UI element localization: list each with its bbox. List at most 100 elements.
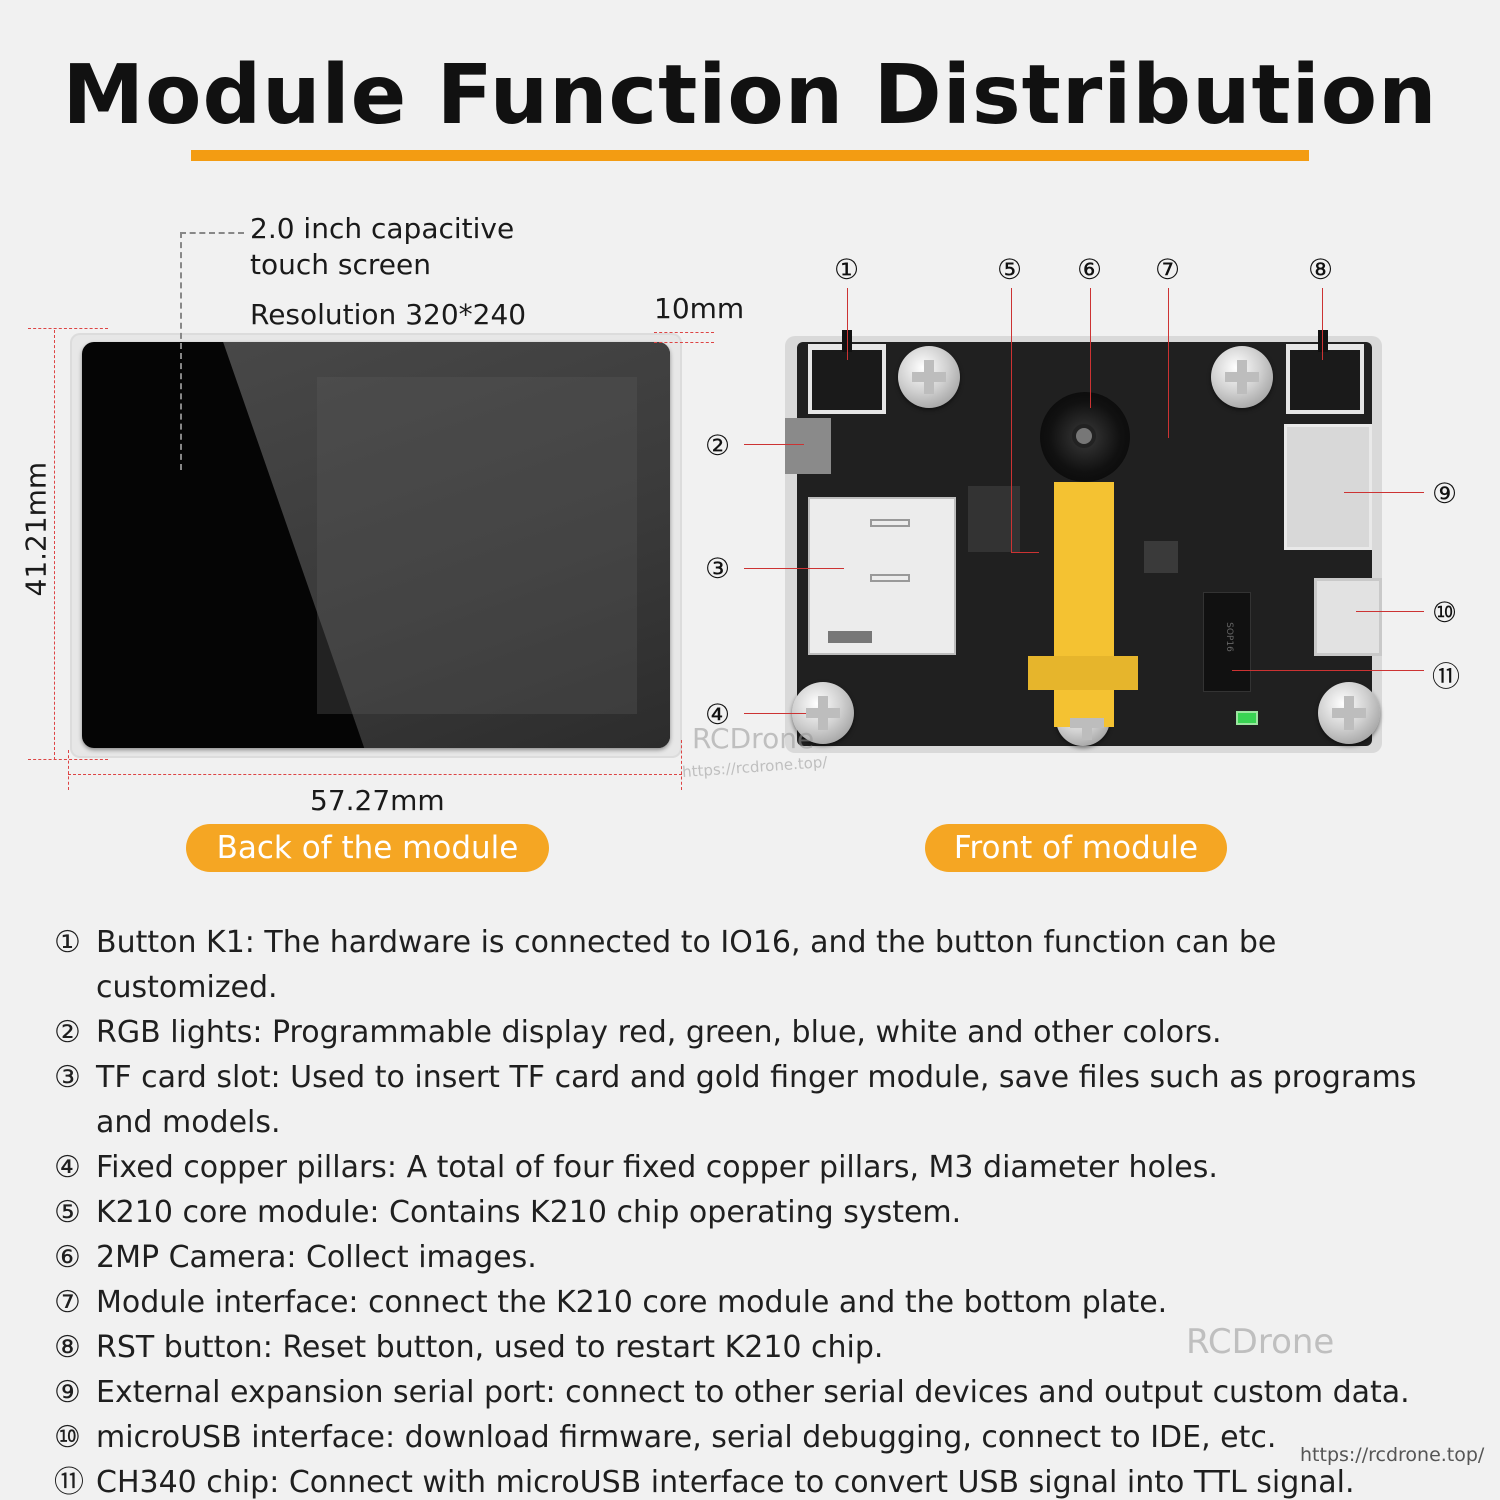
module-interface-connector <box>1028 656 1138 690</box>
list-item: ⑦ Module interface: connect the K210 core… <box>54 1280 1474 1325</box>
list-item-text: microUSB interface: download firmware, s… <box>96 1420 1277 1455</box>
status-led <box>1236 711 1258 725</box>
callout-6: ⑥ <box>1077 253 1103 286</box>
thickness-dim-line-bottom <box>654 342 714 343</box>
list-item-text: RGB lights: Programmable display red, gr… <box>96 1015 1222 1050</box>
list-item-text: Module interface: connect the K210 core … <box>96 1285 1168 1320</box>
front-caption-badge: Front of module <box>925 824 1227 872</box>
list-item-text: K210 core module: Contains K210 chip ope… <box>96 1195 962 1230</box>
callout-10: ⑩ <box>1432 596 1458 629</box>
tf-slot-tab <box>870 574 910 582</box>
camera-lens <box>1040 392 1130 482</box>
callout-5: ⑤ <box>997 253 1023 286</box>
watermark-url: https://rcdrone.top/ <box>681 752 828 782</box>
width-dimension: 57.27mm <box>310 784 445 817</box>
back-caption-badge: Back of the module <box>186 824 549 872</box>
list-item-text: 2MP Camera: Collect images. <box>96 1240 537 1275</box>
list-item-text: TF card slot: Used to insert TF card and… <box>96 1060 1417 1140</box>
thickness-dimension: 10mm <box>654 292 745 325</box>
callout-1: ① <box>834 253 860 286</box>
list-item-number: ⑦ <box>54 1285 81 1320</box>
list-item-number: ⑤ <box>54 1195 81 1230</box>
copper-pillar-screw <box>1211 346 1273 408</box>
touch-screen <box>82 342 670 748</box>
leader-5 <box>1011 288 1012 552</box>
tf-slot-tab <box>828 631 872 643</box>
callout-2: ② <box>705 429 731 462</box>
list-item: ⑨ External expansion serial port: connect… <box>54 1370 1474 1415</box>
leader-11 <box>1232 670 1424 671</box>
leader-1 <box>847 288 848 360</box>
thickness-dim-line-top <box>654 332 714 333</box>
list-item: ④ Fixed copper pillars: A total of four f… <box>54 1145 1474 1190</box>
page-title: Module Function Distribution <box>62 48 1438 143</box>
screen-label-line1: 2.0 inch capacitive <box>250 212 515 245</box>
rst-button <box>1286 344 1364 414</box>
width-dim-right <box>681 740 682 790</box>
chip-marking: SOP16 <box>1223 622 1234 652</box>
list-item: ① Button K1: The hardware is connected to… <box>54 920 1474 1010</box>
callout-8: ⑧ <box>1308 253 1334 286</box>
screen-active-area <box>317 377 637 714</box>
leader-4 <box>744 713 816 714</box>
leader-6 <box>1090 288 1091 408</box>
site-url: https://rcdrone.top/ <box>1300 1444 1485 1466</box>
leader-7 <box>1168 288 1169 438</box>
list-item: ⑥ 2MP Camera: Collect images. <box>54 1235 1474 1280</box>
rgb-light <box>785 418 831 474</box>
ch340-chip <box>1203 592 1251 692</box>
list-item-number: ⑩ <box>54 1420 81 1455</box>
watermark-brand: RCDrone <box>692 722 815 755</box>
callout-4: ④ <box>705 698 731 731</box>
list-item-text: CH340 chip: Connect with microUSB interf… <box>96 1465 1355 1500</box>
list-item-number: ③ <box>54 1060 81 1095</box>
list-item: ⑧ RST button: Reset button, used to resta… <box>54 1325 1474 1370</box>
height-dim-line <box>54 330 55 760</box>
list-item-number: ① <box>54 925 81 960</box>
screen-leader-line <box>180 232 182 470</box>
k210-core-module <box>968 486 1020 552</box>
leader-9 <box>1344 492 1424 493</box>
width-dim-line <box>68 774 682 775</box>
leader-10 <box>1356 611 1424 612</box>
height-dimension: 41.21mm <box>19 461 53 597</box>
tf-card-slot <box>808 497 956 655</box>
list-item: ⑪ CH340 chip: Connect with microUSB inter… <box>54 1460 1474 1500</box>
height-dim-top <box>28 328 108 329</box>
function-description-list: ① Button K1: The hardware is connected to… <box>54 920 1474 1500</box>
resolution-label: Resolution 320*240 <box>250 298 527 331</box>
serial-port-connector <box>1284 424 1372 550</box>
callout-3: ③ <box>705 552 731 585</box>
list-item: ② RGB lights: Programmable display red, g… <box>54 1010 1474 1055</box>
callout-9: ⑨ <box>1432 477 1458 510</box>
title-underline <box>191 150 1309 161</box>
screen-leader-line-h <box>180 232 244 234</box>
small-ic <box>1144 541 1178 573</box>
list-item-text: External expansion serial port: connect … <box>96 1375 1410 1410</box>
leader-2 <box>744 444 804 445</box>
list-item-text: Button K1: The hardware is connected to … <box>96 925 1277 1005</box>
width-dim-left <box>68 750 69 790</box>
rst-button-stem <box>1318 330 1328 352</box>
copper-pillar-screw <box>1318 682 1380 744</box>
list-item: ⑤ K210 core module: Contains K210 chip op… <box>54 1190 1474 1235</box>
list-item-number: ⑧ <box>54 1330 81 1365</box>
list-item-number: ④ <box>54 1150 81 1185</box>
list-item: ⑩ microUSB interface: download firmware, … <box>54 1415 1474 1460</box>
leader-8 <box>1322 288 1323 360</box>
copper-pillar-screw <box>898 346 960 408</box>
callout-7: ⑦ <box>1155 253 1181 286</box>
list-item-number: ⑪ <box>54 1465 84 1500</box>
list-item-number: ⑥ <box>54 1240 81 1275</box>
leader-5-h <box>1011 552 1039 553</box>
list-item: ③ TF card slot: Used to insert TF card an… <box>54 1055 1474 1145</box>
list-item-text: RST button: Reset button, used to restar… <box>96 1330 884 1365</box>
list-item-text: Fixed copper pillars: A total of four fi… <box>96 1150 1218 1185</box>
leader-3 <box>744 568 844 569</box>
list-item-number: ② <box>54 1015 81 1050</box>
watermark-brand-bottom: RCDrone <box>1186 1322 1335 1362</box>
tf-slot-tab <box>870 519 910 527</box>
list-item-number: ⑨ <box>54 1375 81 1410</box>
module-interface-ribbon <box>1054 482 1114 727</box>
callout-11: ⑪ <box>1432 660 1461 693</box>
